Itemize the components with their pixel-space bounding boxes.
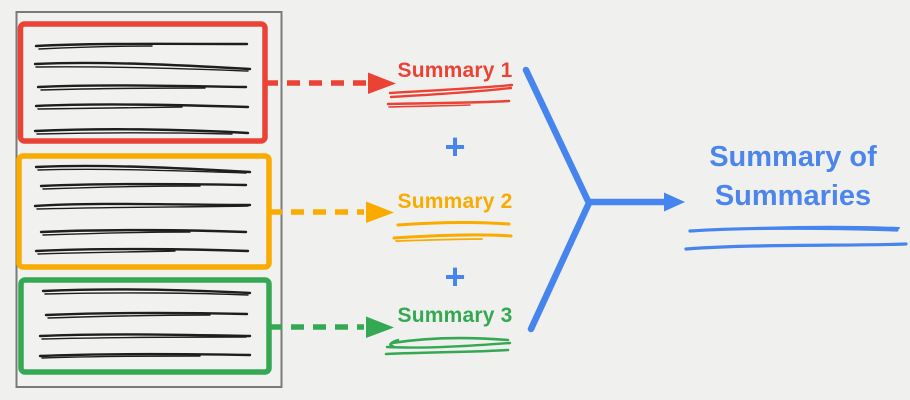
arrowhead-orange <box>366 201 394 223</box>
chunk-1-text-scribbles <box>33 42 252 135</box>
summary-2-scribble <box>392 221 513 242</box>
result-underline-scribble <box>684 225 908 251</box>
summary-1-scribble <box>386 83 514 108</box>
arrowhead-blue <box>664 192 685 212</box>
dashed-arrow-orange <box>269 201 394 223</box>
chunk-3-text-scribbles <box>38 288 252 359</box>
summary-3-label: Summary 3 <box>397 304 513 327</box>
result-title: Summary of Summaries <box>709 141 877 212</box>
plus-sign-1: + <box>444 126 466 167</box>
chunk-2-text-scribbles <box>33 164 252 255</box>
arrowhead-red <box>368 72 396 94</box>
dashed-arrow-red <box>265 72 396 94</box>
summary-3-scribble <box>384 336 512 356</box>
arrowhead-green <box>366 316 394 338</box>
plus-sign-2: + <box>444 256 466 297</box>
source-document <box>15 11 283 388</box>
dashed-arrow-green <box>269 316 394 338</box>
summary-1-label: Summary 1 <box>397 59 513 82</box>
merge-lines <box>522 66 685 333</box>
summary-2-label: Summary 2 <box>397 190 513 213</box>
